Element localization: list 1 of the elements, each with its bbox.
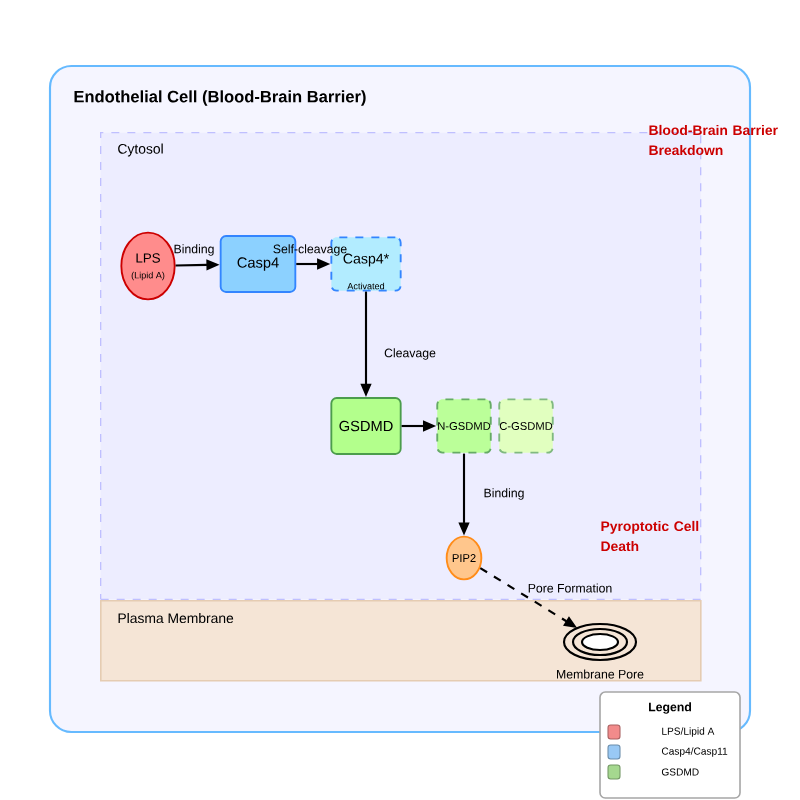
title: Endothelial Cell (Blood-Brain Barrier) (74, 90, 366, 106)
